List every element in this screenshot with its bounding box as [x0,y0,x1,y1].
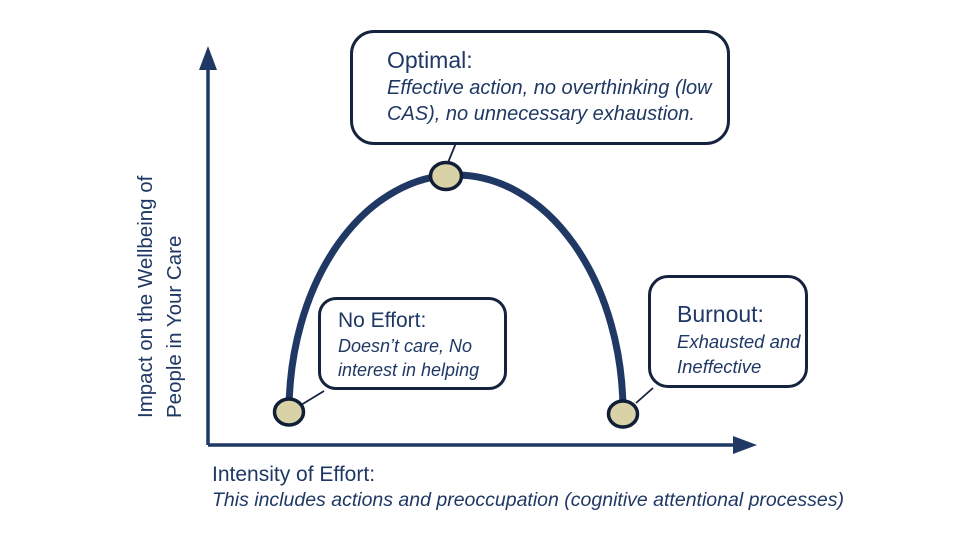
burnout-callout-text-line2: Ineffective [677,356,762,377]
y-axis-label-line1: Impact on the Wellbeing of [134,175,157,418]
no-effort-callout: No Effort: Doesn’t care, No interest in … [318,297,507,390]
no-effort-callout-text-line2: interest in helping [338,360,480,380]
burnout-marker [606,399,640,429]
optimal-callout-text-line2: CAS), no unnecessary exhaustion. [387,103,695,125]
no-effort-connector-line [300,390,325,406]
burnout-callout: Burnout: Exhausted and Ineffective [648,275,808,388]
optimal-callout-title: Optimal: [387,47,473,73]
x-axis-label-title: Intensity of Effort: [212,463,376,486]
y-axis-label: Impact on the Wellbeing of People in You… [131,120,189,418]
optimal-marker [428,160,464,192]
y-axis-label-line2: People in Your Care [163,235,186,418]
optimal-callout: Optimal: Effective action, no overthinki… [350,30,730,145]
x-axis-arrowhead-icon [733,436,757,454]
burnout-callout-title: Burnout: [677,301,764,327]
no-effort-callout-text-line1: Doesn’t care, No [338,336,473,356]
x-axis-label: Intensity of Effort: This includes actio… [212,462,844,513]
no-effort-marker [272,397,306,427]
no-effort-callout-title: No Effort: [338,309,427,332]
y-axis-arrowhead-icon [199,46,217,70]
x-axis-label-subtitle: This includes actions and preoccupation … [212,489,844,511]
burnout-connector-line [635,387,654,404]
optimal-callout-text-line1: Effective action, no overthinking (low [387,77,712,99]
burnout-callout-text-line1: Exhausted and [677,331,801,352]
